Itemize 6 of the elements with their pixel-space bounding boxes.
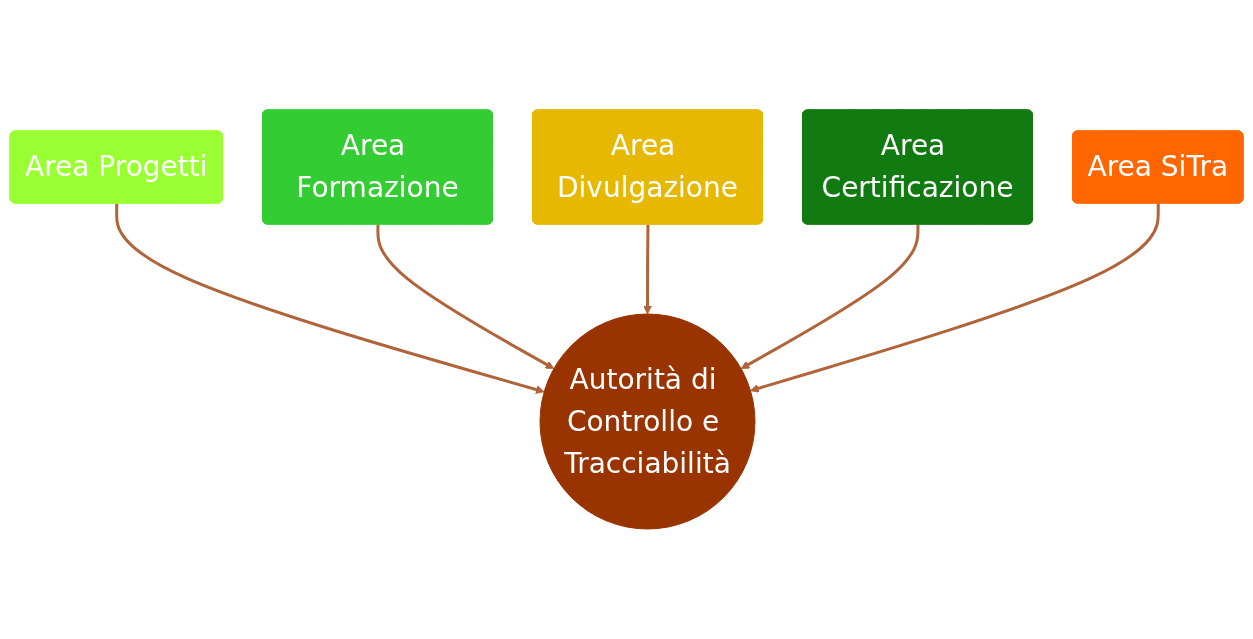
arrow: [740, 224, 920, 370]
arrow: [750, 203, 1160, 393]
node-circle: Autorità di Controllo e Tracciabilità: [539, 313, 756, 530]
arrow: [643, 224, 652, 315]
arrow: [115, 203, 545, 394]
arrow: [376, 224, 555, 370]
